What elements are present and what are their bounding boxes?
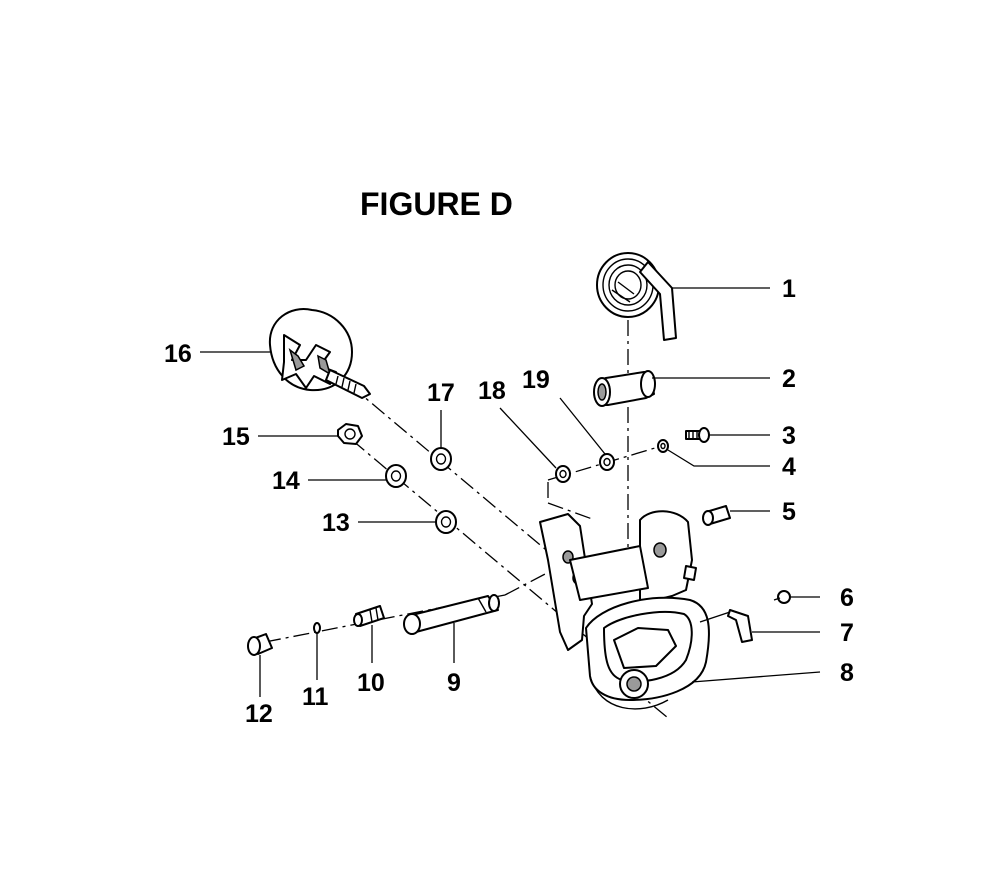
- leader-lines: [200, 287, 821, 697]
- part-labels: 1 2 3 4 5 6 7 8 9 10 11 12 13 14 15 16 1…: [164, 275, 854, 728]
- part-number-label: 10: [357, 669, 385, 697]
- washer-icon: [430, 447, 452, 471]
- part-number-label: 8: [840, 659, 854, 687]
- part-number-label: 3: [782, 422, 796, 450]
- clip-icon: [727, 609, 753, 643]
- torsion-spring-icon: [596, 252, 677, 341]
- part-number-label: 6: [840, 584, 854, 612]
- part-number-label: 2: [782, 365, 796, 393]
- part-number-label: 19: [522, 366, 550, 394]
- part-number-label: 16: [164, 340, 192, 368]
- washer-icon: [385, 464, 407, 488]
- part-number-label: 4: [782, 453, 796, 481]
- part-number-label: 1: [782, 275, 796, 303]
- part-number-label: 9: [447, 669, 461, 697]
- bracket-icon: [539, 510, 710, 710]
- part-number-label: 18: [478, 377, 506, 405]
- washer-icon: [555, 465, 571, 483]
- knob-icon: [268, 308, 371, 399]
- screw-icon: [685, 427, 710, 443]
- cap-icon: [247, 633, 273, 656]
- washer-icon: [657, 439, 669, 453]
- part-number-label: 12: [245, 700, 273, 728]
- washer-icon: [599, 453, 615, 471]
- figure-title: FIGURE D: [360, 186, 513, 222]
- pin-icon: [702, 505, 731, 526]
- part-number-label: 17: [427, 379, 455, 407]
- nut-icon: [337, 423, 363, 445]
- part-number-label: 13: [322, 509, 350, 537]
- bushing-icon: [593, 370, 656, 407]
- retaining-ring-icon: [313, 622, 321, 634]
- part-number-label: 14: [272, 467, 300, 495]
- part-number-label: 5: [782, 498, 796, 526]
- shaft-icon: [403, 594, 500, 635]
- stud-icon: [353, 605, 385, 627]
- washer-icon: [435, 510, 457, 534]
- part-number-label: 7: [840, 619, 854, 647]
- part-number-label: 15: [222, 423, 250, 451]
- part-number-label: 11: [302, 683, 329, 711]
- screw-icon: [773, 590, 791, 604]
